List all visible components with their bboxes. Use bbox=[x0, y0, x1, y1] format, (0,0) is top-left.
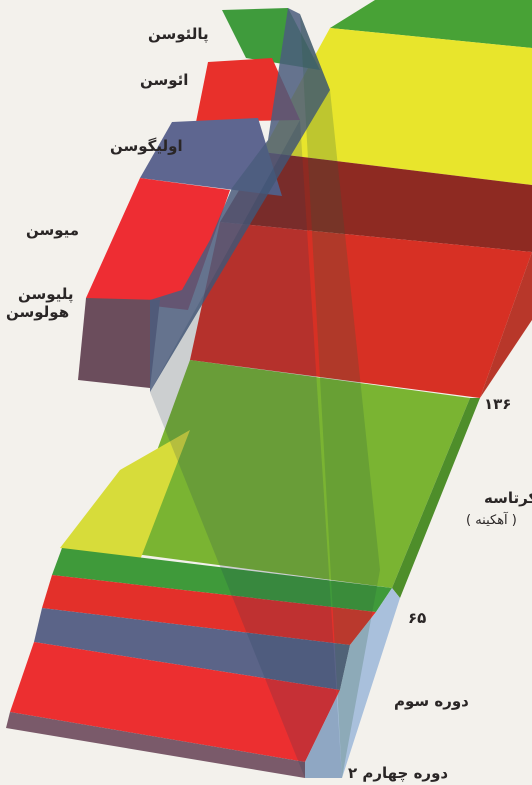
label-cretaceous: کرتاسه bbox=[484, 490, 532, 507]
age-136-label: ۱۳۶ bbox=[484, 396, 511, 413]
label-oligocene: اولیگوسن bbox=[110, 138, 183, 155]
label-eocene: ائوسن bbox=[140, 72, 188, 89]
label-miocene: میوسن bbox=[26, 222, 79, 239]
label-pliocene: پلیوسن bbox=[18, 286, 74, 303]
label-quaternary: دوره چهارم ۲ bbox=[348, 765, 448, 782]
tower-plum bbox=[78, 298, 160, 388]
label-holocene: هولوسن bbox=[6, 304, 69, 321]
label-tertiary: دوره سوم bbox=[394, 693, 469, 710]
label-paleocene: پالئوسن bbox=[148, 26, 209, 43]
label-cretaceous-sub: ( آهکینه ) bbox=[466, 512, 517, 529]
age-65-label: ۶۵ bbox=[408, 610, 426, 627]
